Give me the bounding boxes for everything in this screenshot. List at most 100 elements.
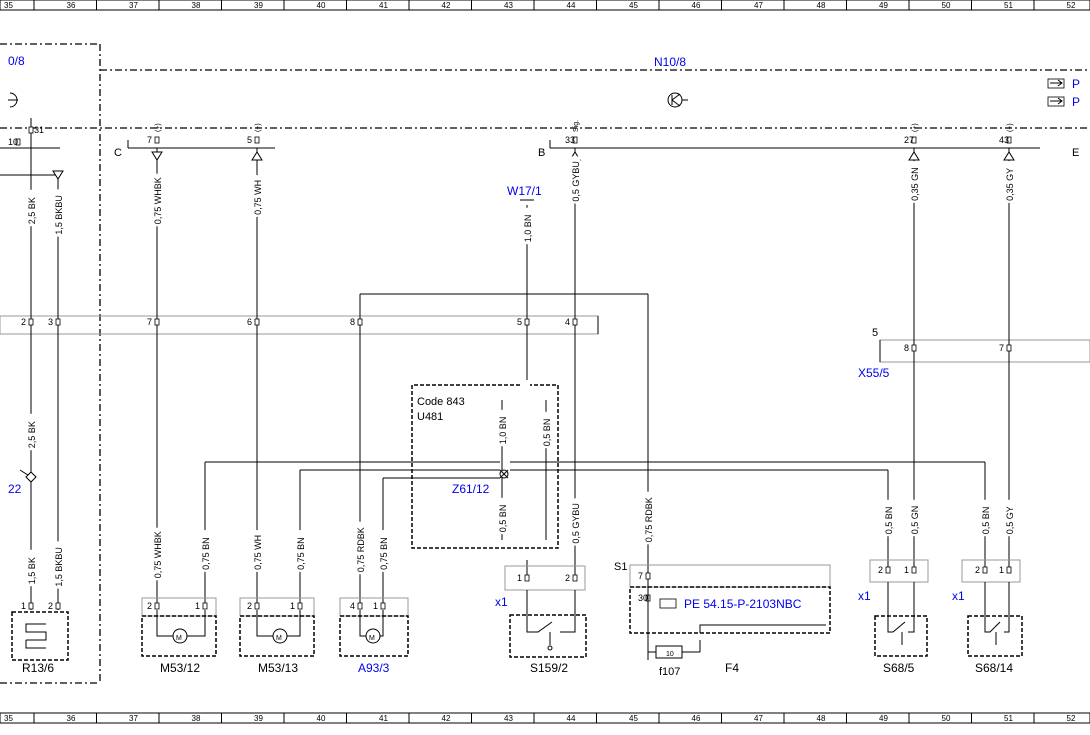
- pin-marker: [297, 602, 303, 610]
- module-n10-8-label[interactable]: N10/8: [654, 55, 686, 69]
- x55-5-label[interactable]: X55/5: [858, 366, 890, 380]
- s68-5-label: S68/5: [883, 661, 915, 675]
- grid-column-label: 46: [692, 1, 701, 10]
- wire-label: 0,75 BN: [201, 537, 211, 570]
- wire-label: 0,75 RDBK: [644, 497, 654, 542]
- pin-number: 5: [247, 135, 252, 145]
- grid-column-label: 51: [1004, 714, 1013, 723]
- wire-label: 1,0 BN: [498, 417, 508, 445]
- z61-12-label[interactable]: Z61/12: [452, 482, 490, 496]
- pin-marker: [254, 136, 260, 144]
- wire-label: 0,5 GYBU: [571, 161, 581, 202]
- connector-arrow-icon: [908, 151, 920, 161]
- grid-column-label: 35: [4, 714, 13, 723]
- ground-icon: [667, 92, 688, 108]
- grid-column-label: 49: [879, 714, 888, 723]
- reference-top[interactable]: P: [1072, 77, 1080, 91]
- reference-bottom[interactable]: P: [1072, 95, 1080, 109]
- wire-label: 1,5 BKBU: [54, 547, 64, 587]
- wire-label: 2,5 BK: [27, 197, 37, 224]
- pin-number: 2: [247, 601, 252, 611]
- x1-label-b[interactable]: x1: [858, 589, 871, 603]
- r13-6-component[interactable]: R13/6: [11, 611, 69, 675]
- wire-label: 0,5 GN: [910, 506, 920, 535]
- splice-left: [25, 471, 37, 483]
- pin-number: 33: [565, 135, 575, 145]
- wire-label: 0,75 BN: [379, 537, 389, 570]
- grid-column-label: 52: [1067, 1, 1076, 10]
- grid-column-label: 35: [4, 1, 13, 10]
- reference-pointer-icon-2[interactable]: P: [1047, 95, 1080, 109]
- s68-14-component[interactable]: x1 S68/14: [952, 559, 1023, 675]
- reference-pointer-icon[interactable]: P: [1047, 77, 1080, 91]
- wire-label: 1,0 BN: [523, 215, 533, 243]
- code-box-line2: U481: [417, 411, 443, 423]
- grid-column-label: 47: [754, 714, 763, 723]
- left-ref-label[interactable]: 22: [8, 482, 22, 496]
- motor-icon: M: [276, 635, 282, 642]
- x1-label-c[interactable]: x1: [952, 589, 965, 603]
- f4-label: F4: [725, 661, 739, 675]
- pin-marker: [55, 602, 61, 610]
- s1-label: S1: [614, 561, 627, 573]
- pin-marker: [885, 566, 891, 574]
- s68-5-component[interactable]: x1 S68/5: [858, 559, 929, 675]
- grid-column-label: 37: [129, 1, 138, 10]
- pin-marker: [572, 318, 578, 326]
- x1-label-a[interactable]: x1: [495, 595, 508, 609]
- pin-number: 4: [565, 317, 570, 327]
- code-box-line1: Code 843: [417, 396, 465, 408]
- wire-label: 0,5 BN: [981, 507, 991, 535]
- pin-marker: [911, 136, 917, 144]
- pin-number: 30: [638, 593, 648, 603]
- grid-column-label: 51: [1004, 1, 1013, 10]
- wire-label: 0,75 WHBK: [153, 177, 163, 224]
- wire-label: 0,75 WH: [253, 535, 263, 570]
- grid-column-label: 48: [817, 714, 826, 723]
- pin-number: 3: [48, 317, 53, 327]
- s68-14-label: S68/14: [975, 661, 1013, 675]
- grid-column-label: 39: [254, 1, 263, 10]
- pin-marker: [55, 318, 61, 326]
- grid-column-label: 52: [1067, 714, 1076, 723]
- grid-column-label: 43: [504, 714, 513, 723]
- s159-2-component[interactable]: x1 S159/2: [495, 565, 587, 675]
- reference-link[interactable]: PE 54.15-P-2103NBC: [684, 597, 802, 611]
- a93-3-label[interactable]: A93/3: [358, 661, 390, 675]
- w17-1-label[interactable]: W17/1: [507, 184, 542, 198]
- pin-number: 5: [517, 317, 522, 327]
- wire-label: 0,75 RDBK: [356, 527, 366, 572]
- pin-marker: [572, 574, 578, 582]
- pin-number: 1: [21, 601, 26, 611]
- pin-number: 1: [195, 601, 200, 611]
- left-module-label[interactable]: 0/8: [8, 54, 25, 68]
- m53-12-component[interactable]: M M53/12: [141, 597, 217, 675]
- a93-3-component[interactable]: M A93/3: [339, 597, 409, 675]
- pin-number: 8: [904, 343, 909, 353]
- pin-marker: [911, 344, 917, 352]
- pin-marker: [202, 602, 208, 610]
- pin-marker: [28, 602, 34, 610]
- pin-marker: [28, 318, 34, 326]
- pin-marker: [15, 138, 21, 146]
- pin-marker: [1006, 344, 1012, 352]
- f4-component[interactable]: S1 10 f107 F4 PE 54.15-P-2103NBC: [614, 561, 831, 678]
- left-module-outline: [0, 43, 101, 684]
- module-n10-8-outline: [0, 69, 1090, 129]
- m53-13-component[interactable]: M M53/13: [239, 597, 315, 675]
- wire-label: 0,35 GN: [910, 167, 920, 201]
- top-grid-ruler: [0, 0, 1090, 11]
- pin-number: 1: [999, 565, 1004, 575]
- pin-number: 7: [638, 571, 643, 581]
- grid-column-label: 36: [67, 1, 76, 10]
- pin-number: 2: [21, 317, 26, 327]
- pin-marker: [28, 126, 34, 134]
- pin-signal-label: (+): [912, 123, 919, 132]
- pin-number: 31: [34, 125, 44, 135]
- connector-arrow-icon: [151, 151, 163, 161]
- connector-b-strip: B E: [538, 140, 1079, 159]
- grid-column-label: 44: [567, 1, 576, 10]
- pin-signal-label: (+): [1007, 123, 1014, 132]
- grid-column-label: 42: [442, 1, 451, 10]
- wire-label: 2,5 BK: [27, 421, 37, 448]
